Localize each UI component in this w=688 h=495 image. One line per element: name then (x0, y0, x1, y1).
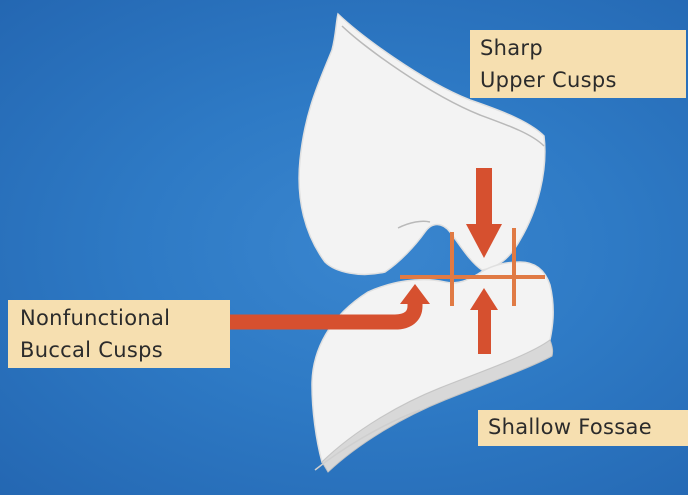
label-nonfunc-line1: Nonfunctional (20, 302, 230, 334)
label-nonfunctional-buccal-cusps: Nonfunctional Buccal Cusps (8, 300, 230, 368)
label-nonfunc-line2: Buccal Cusps (20, 334, 230, 366)
label-sharp-line1: Sharp (480, 32, 686, 64)
up-arrow-shaft (478, 308, 491, 354)
label-sharp-line2: Upper Cusps (480, 64, 686, 96)
label-shallow-text: Shallow Fossae (488, 411, 688, 443)
label-sharp-upper-cusps: Sharp Upper Cusps (470, 30, 686, 98)
label-shallow-fossae: Shallow Fossae (478, 410, 688, 446)
down-arrow-shaft (476, 168, 492, 226)
